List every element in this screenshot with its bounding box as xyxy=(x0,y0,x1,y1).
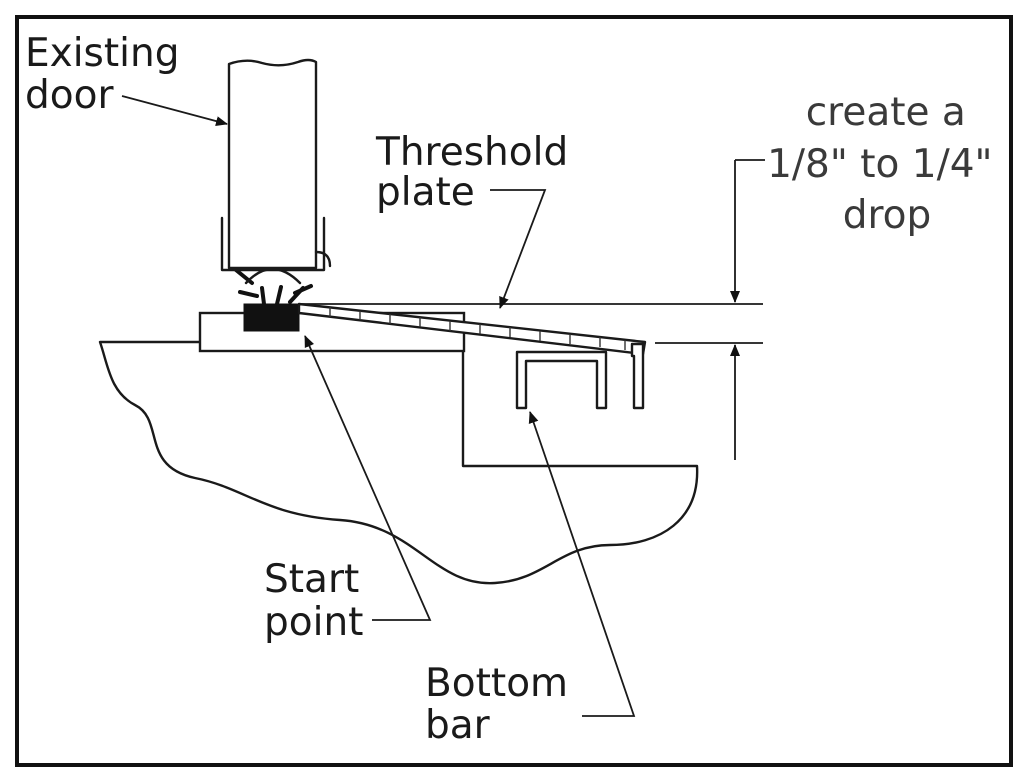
bottom-bar-flange xyxy=(630,342,645,410)
label-drop-note-line3: drop xyxy=(843,193,932,238)
label-start-point-line1: Start xyxy=(264,557,359,602)
label-drop-note-line1: create a xyxy=(806,90,966,135)
label-start-point: Start point xyxy=(264,557,372,645)
start-point-block xyxy=(243,303,300,332)
threshold-plate-ribs xyxy=(329,307,626,350)
door-sweep-bristles xyxy=(234,268,313,306)
door-bottom-channel xyxy=(220,216,326,272)
floor-section xyxy=(98,340,699,585)
existing-door-leader xyxy=(121,95,228,126)
bottom-bar-leader xyxy=(528,411,636,717)
label-existing-door-line1: Existing xyxy=(25,31,179,76)
bottom-bar xyxy=(515,350,608,410)
label-bottom-bar-line2: bar xyxy=(425,703,491,748)
label-drop-note: create a 1/8" to 1/4" drop xyxy=(767,90,1005,238)
label-threshold-plate: Threshold plate xyxy=(375,130,581,215)
label-threshold-plate-line1: Threshold xyxy=(375,130,568,175)
threshold-plate-leader xyxy=(490,189,547,309)
label-bottom-bar-line1: Bottom xyxy=(425,661,568,706)
label-existing-door: Existing door xyxy=(25,31,192,118)
label-threshold-plate-line2: plate xyxy=(376,170,475,215)
label-drop-note-line2: 1/8" to 1/4" xyxy=(767,142,992,187)
start-point-leader xyxy=(304,335,432,621)
door-bottom-channel-lip xyxy=(314,250,332,268)
label-existing-door-line2: door xyxy=(25,73,114,118)
label-bottom-bar: Bottom bar xyxy=(425,661,580,748)
diagram-frame xyxy=(15,15,1013,767)
label-start-point-line2: point xyxy=(264,600,363,645)
existing-door xyxy=(227,58,318,270)
